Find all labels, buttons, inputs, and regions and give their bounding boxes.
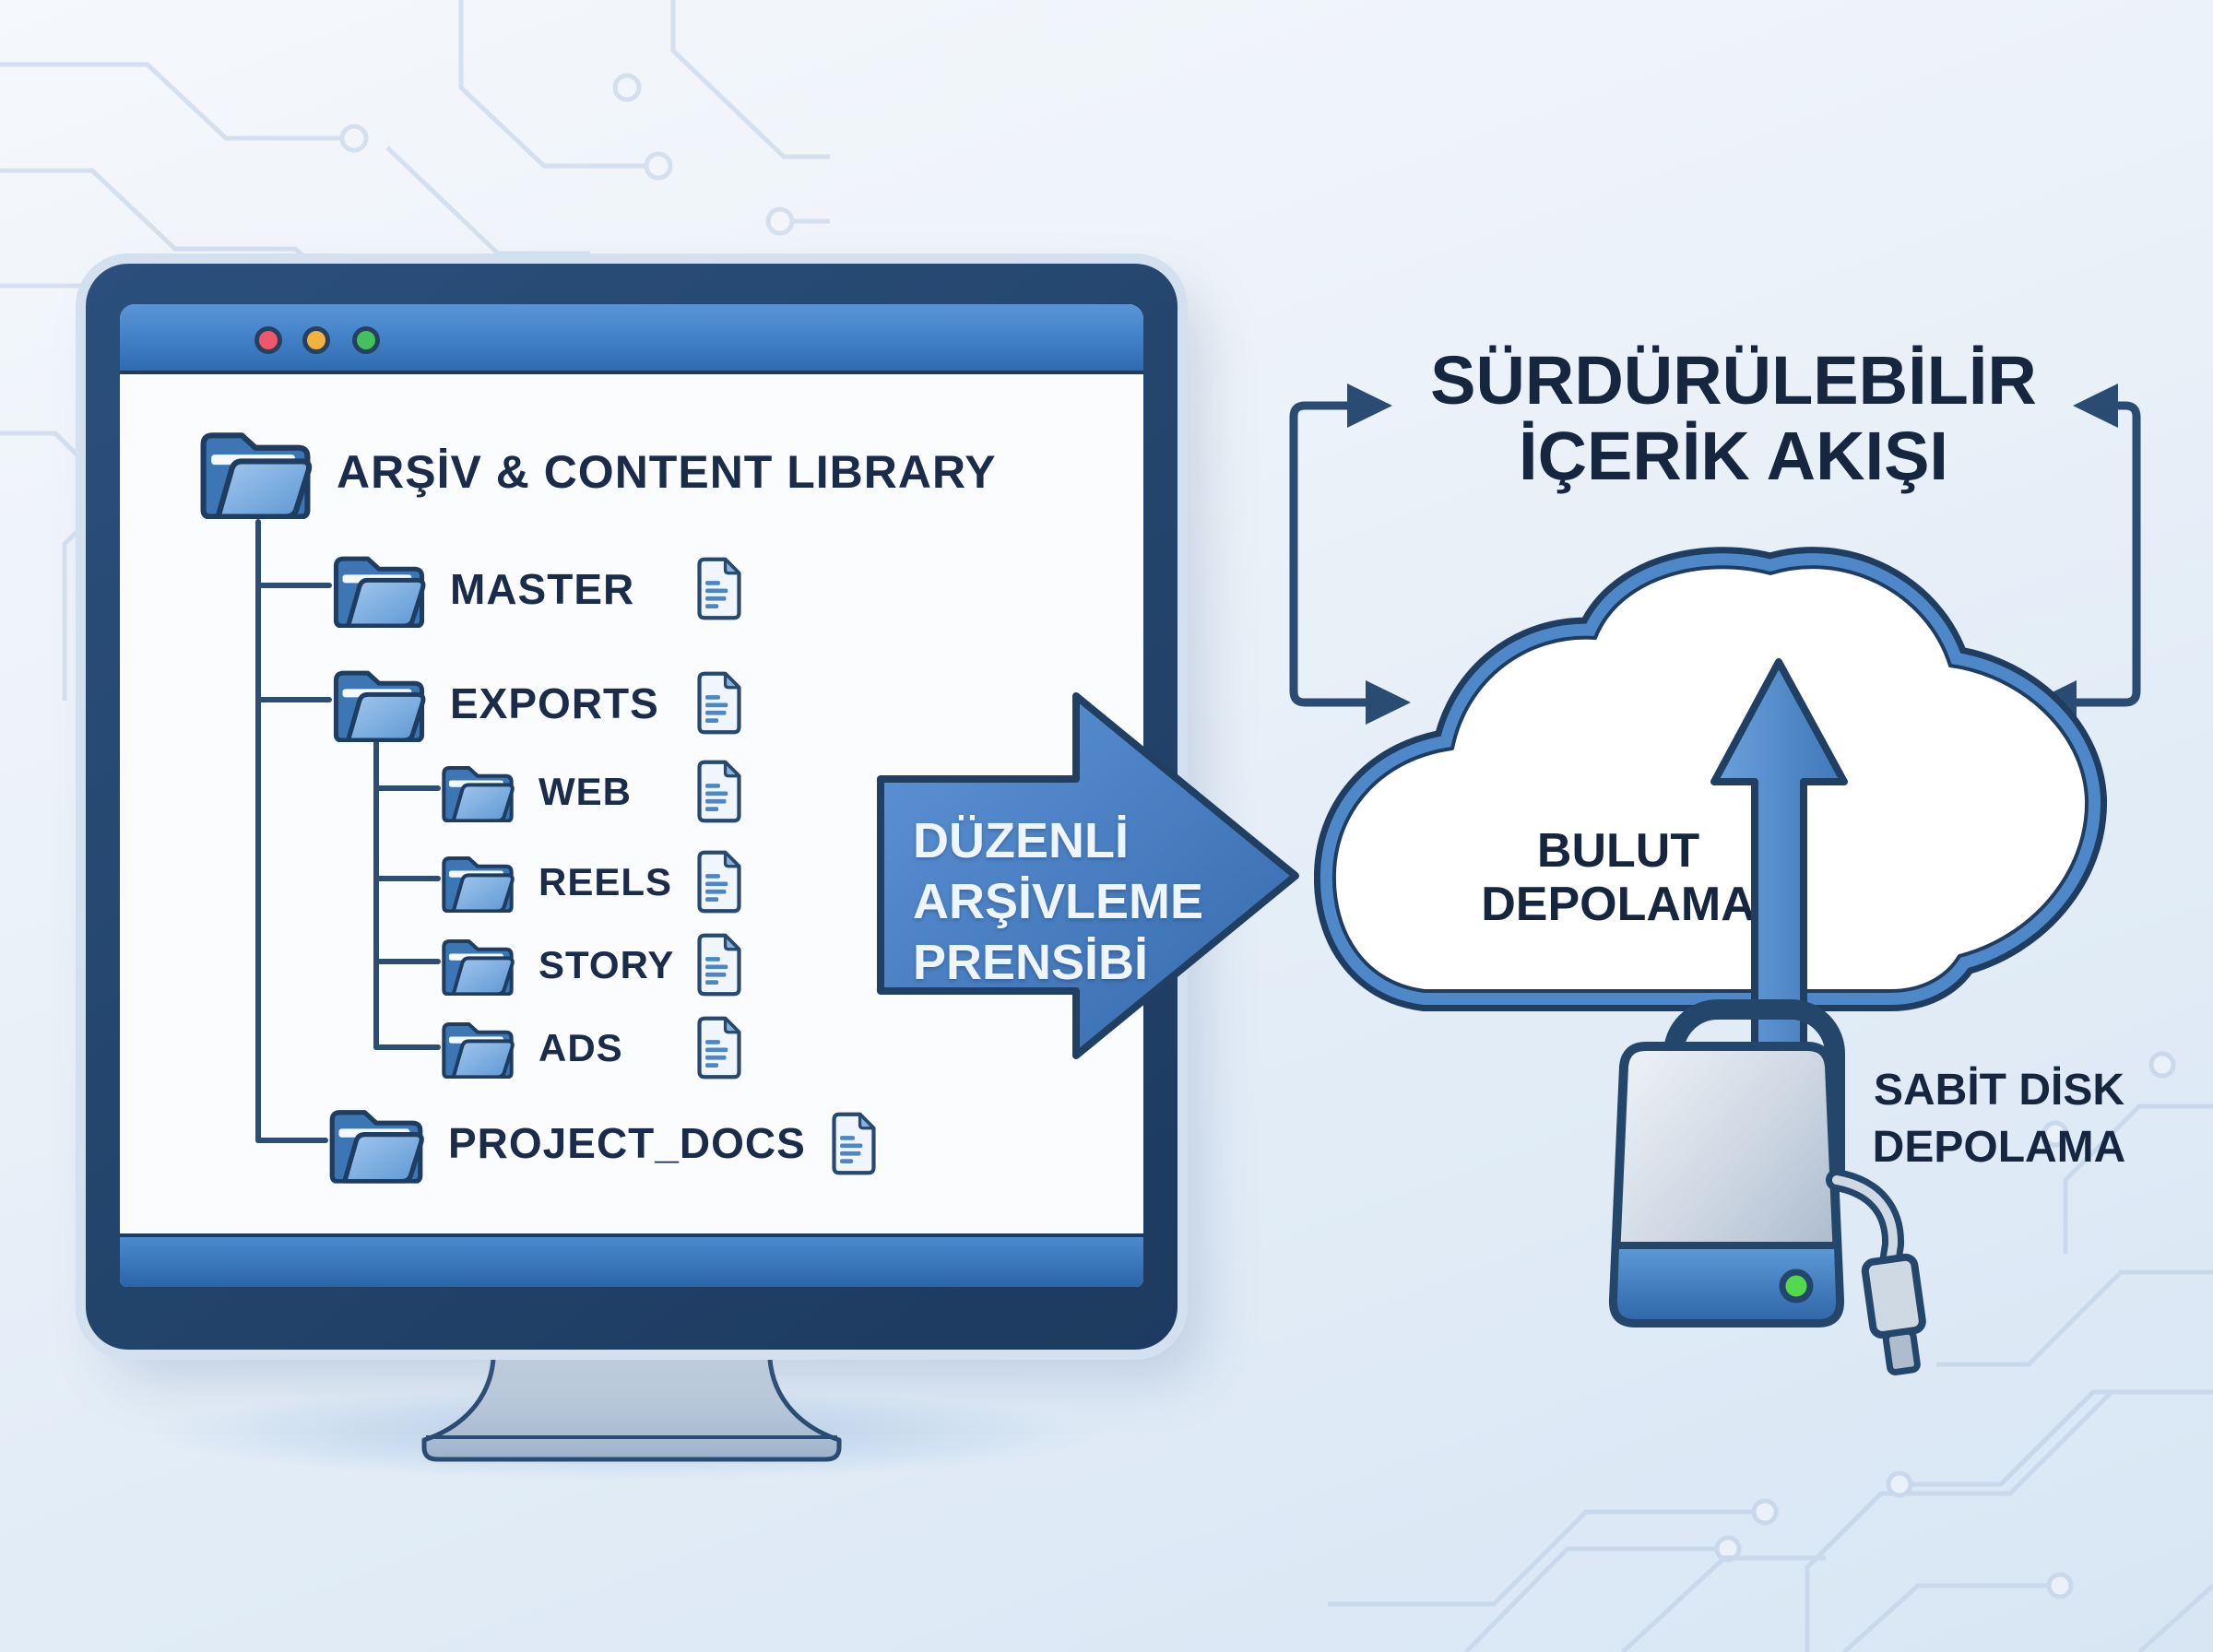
process-arrow-label-line: ARŞİVLEME xyxy=(913,874,1204,929)
tree-root-row[interactable]: ARŞİV & CONTENT LIBRARY xyxy=(196,424,997,519)
cloud-storage-label-line: DEPOLAMA xyxy=(1481,878,1756,931)
process-arrow-label-line: PRENSİBİ xyxy=(913,935,1149,990)
folder-icon xyxy=(439,934,516,996)
tree-item-reels[interactable]: REELS xyxy=(439,851,672,913)
folder-icon xyxy=(196,424,314,519)
document-icon xyxy=(828,1110,880,1177)
tree-connector xyxy=(373,876,441,881)
document-icon xyxy=(693,758,745,825)
document-icon xyxy=(693,1014,745,1081)
folder-icon xyxy=(326,1103,426,1184)
cloud-storage-label: BULUT DEPOLAMA xyxy=(1425,824,1812,931)
tree-connector xyxy=(255,697,332,702)
process-arrow-label: DÜZENLİ ARŞİVLEME PRENSİBİ xyxy=(913,810,1203,993)
document-icon xyxy=(693,555,745,622)
disk-led xyxy=(1779,1268,1814,1304)
hard-disk-label-line: SABİT DİSK xyxy=(1873,1066,2124,1115)
tree-item-label: REELS xyxy=(538,859,673,903)
tree-connector xyxy=(373,959,441,964)
cloud-storage-label-line: BULUT xyxy=(1536,824,1700,878)
usb-connector xyxy=(1861,1253,1926,1375)
folder-icon xyxy=(439,761,516,822)
arrow-right-icon xyxy=(1347,384,1392,428)
folder-icon xyxy=(330,664,428,742)
tree-connector xyxy=(373,726,379,1050)
tree-item-label: PROJECT_DOCS xyxy=(448,1119,806,1167)
monitor-stand xyxy=(421,1339,842,1462)
hard-disk-label-line: DEPOLAMA xyxy=(1872,1123,2126,1172)
tree-root-label: ARŞİV & CONTENT LIBRARY xyxy=(337,445,997,498)
tree-item-ads[interactable]: ADS xyxy=(439,1017,623,1079)
tree-item-master[interactable]: MASTER xyxy=(330,549,634,628)
tree-item-label: ADS xyxy=(538,1025,623,1069)
window-bottom-bar xyxy=(120,1233,1143,1287)
folder-icon xyxy=(439,1017,516,1079)
tree-connector xyxy=(255,1138,328,1143)
tree-connector xyxy=(255,519,261,1143)
tree-item-exports[interactable]: EXPORTS xyxy=(330,664,659,742)
hard-disk-icon xyxy=(1608,999,1926,1375)
disk-front-band xyxy=(1609,1242,1844,1327)
tree-item-web[interactable]: WEB xyxy=(439,761,632,822)
flow-title-line: SÜRDÜRÜLEBİLİR xyxy=(1430,342,2037,419)
hard-disk-label: SABİT DİSK DEPOLAMA xyxy=(1844,1062,2154,1176)
process-arrow xyxy=(877,692,1299,1059)
tree-connector xyxy=(373,1044,441,1050)
tree-item-label: WEB xyxy=(538,769,632,813)
flow-title: SÜRDÜRÜLEBİLİR İÇERİK AKIŞI xyxy=(1328,343,2139,494)
close-button[interactable] xyxy=(254,326,282,354)
arrow-left-icon xyxy=(2073,384,2118,428)
folder-icon xyxy=(439,851,516,913)
folder-icon xyxy=(330,549,428,628)
document-icon xyxy=(693,669,745,737)
tree-item-story[interactable]: STORY xyxy=(439,934,674,996)
cloud-icon xyxy=(1314,547,2107,1011)
document-icon xyxy=(693,931,745,998)
tree-item-label: STORY xyxy=(538,942,675,986)
tree-connector xyxy=(255,583,332,588)
tree-item-label: MASTER xyxy=(450,564,635,613)
process-arrow-label-line: DÜZENLİ xyxy=(913,813,1129,868)
minimize-button[interactable] xyxy=(302,326,330,354)
window-titlebar xyxy=(120,304,1143,374)
tree-item-project-docs[interactable]: PROJECT_DOCS xyxy=(326,1103,806,1184)
tree-connector xyxy=(373,785,441,791)
tree-item-label: EXPORTS xyxy=(450,678,659,727)
flow-title-line: İÇERİK AKIŞI xyxy=(1519,418,1948,494)
document-icon xyxy=(693,848,745,915)
arrow-right-icon xyxy=(1366,680,1411,725)
maximize-button[interactable] xyxy=(352,326,380,354)
